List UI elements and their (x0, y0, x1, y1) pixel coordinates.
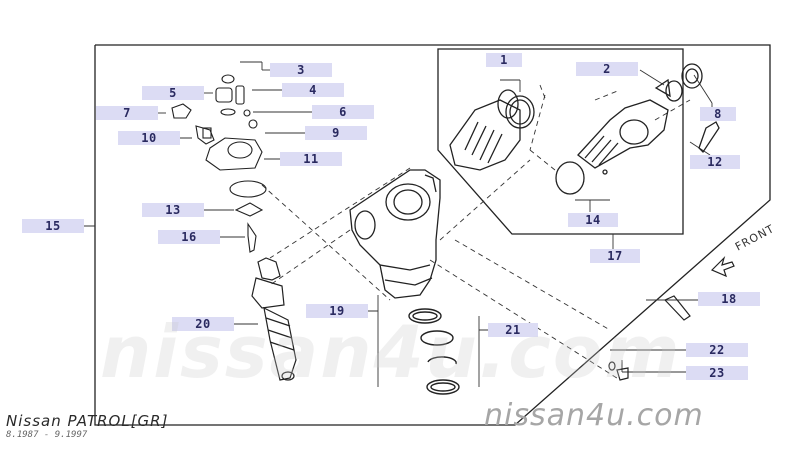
part-label-15[interactable]: 15 (22, 219, 84, 233)
watermark-large: nissan4u.com (100, 310, 682, 394)
watermark-site: nissan4u.com (484, 398, 704, 433)
part-label-14[interactable]: 14 (568, 213, 618, 227)
part-label-16[interactable]: 16 (158, 230, 220, 244)
vehicle-title: Nissan PATROL[GR] (6, 412, 169, 430)
part-label-18[interactable]: 18 (698, 292, 760, 306)
part-label-3[interactable]: 3 (270, 63, 332, 77)
part-label-12[interactable]: 12 (690, 155, 740, 169)
part-label-20[interactable]: 20 (172, 317, 234, 331)
inset-frame (437, 48, 684, 235)
part-label-1[interactable]: 1 (486, 53, 522, 67)
part-label-10[interactable]: 10 (118, 131, 180, 145)
part-label-11[interactable]: 11 (280, 152, 342, 166)
diagram-frame (94, 44, 771, 426)
part-label-5[interactable]: 5 (142, 86, 204, 100)
part-label-22[interactable]: 22 (686, 343, 748, 357)
part-label-9[interactable]: 9 (305, 126, 367, 140)
part-label-17[interactable]: 17 (590, 249, 640, 263)
part-label-2[interactable]: 2 (576, 62, 638, 76)
part-label-4[interactable]: 4 (282, 83, 344, 97)
part-label-21[interactable]: 21 (488, 323, 538, 337)
part-label-7[interactable]: 7 (96, 106, 158, 120)
production-period: 8.1987 - 9.1997 (6, 430, 88, 440)
part-label-19[interactable]: 19 (306, 304, 368, 318)
part-label-13[interactable]: 13 (142, 203, 204, 217)
part-label-8[interactable]: 8 (700, 107, 736, 121)
part-label-6[interactable]: 6 (312, 105, 374, 119)
part-label-23[interactable]: 23 (686, 366, 748, 380)
